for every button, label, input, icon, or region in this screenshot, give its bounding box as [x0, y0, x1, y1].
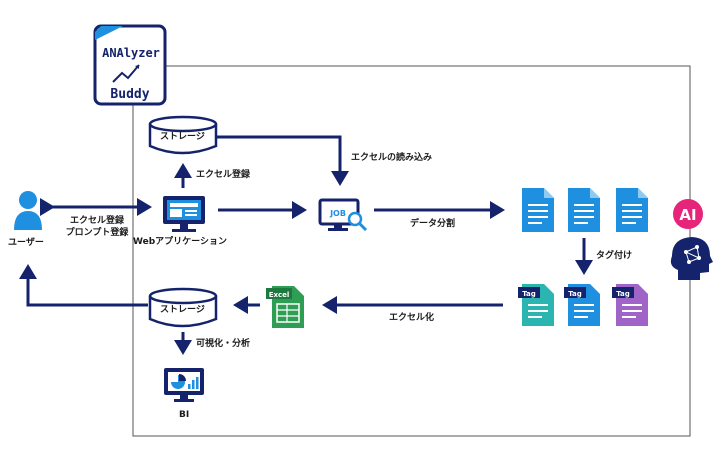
storage-top-label: ストレージ [160, 132, 205, 142]
arrow-storage-to-job [216, 135, 349, 186]
svg-text:Tag: Tag [616, 290, 630, 298]
svg-text:Tag: Tag [522, 290, 536, 298]
job-label: JOB [329, 209, 346, 218]
tagged-document-icon: Tag [564, 284, 600, 326]
document-icon [522, 188, 554, 232]
tagged-document-icon: Tag [518, 284, 554, 326]
job-to-docs-label: データ分割 [410, 219, 456, 229]
user-label: ユーザー [8, 238, 44, 248]
document-icon [568, 188, 600, 232]
storage-top-icon [148, 115, 218, 155]
user-web-label-line2: プロンプト登録 [65, 228, 129, 238]
tagging-label: タグ付け [596, 251, 633, 261]
storage-bottom-icon [148, 287, 218, 328]
web-to-storage-label: エクセル登録 [196, 170, 251, 180]
ai-badge: AI [673, 199, 703, 229]
storage-to-job-label: エクセルの読み込み [351, 153, 433, 163]
web-app-label: Webアプリケーション [133, 237, 227, 247]
web-application-icon [163, 196, 205, 232]
analyzer-buddy-logo: ANAlyzer Buddy [93, 24, 167, 106]
user-web-label: エクセル登録 プロンプト登録 [56, 215, 138, 239]
excel-file-icon: Excel [266, 286, 304, 328]
to-excel-label: エクセル化 [389, 313, 435, 323]
tagged-document-icon: Tag [612, 284, 648, 326]
ai-label: AI [679, 206, 696, 224]
job-icon: JOB [318, 198, 368, 232]
ai-head-icon [670, 237, 713, 280]
visualize-label: 可視化・分析 [196, 339, 251, 349]
arrow-storage-to-user [19, 264, 148, 307]
storage-bottom-label: ストレージ [160, 305, 205, 315]
user-icon [14, 191, 42, 230]
svg-text:Tag: Tag [568, 290, 582, 298]
logo-line2: Buddy [110, 87, 149, 102]
logo-line1: ANAlyzer [102, 46, 160, 60]
bi-dashboard-icon [164, 368, 204, 402]
bi-label: BI [179, 410, 190, 420]
svg-text:Excel: Excel [269, 291, 290, 299]
user-web-label-line1: エクセル登録 [69, 216, 124, 226]
document-icon [616, 188, 648, 232]
arrows [19, 135, 593, 355]
